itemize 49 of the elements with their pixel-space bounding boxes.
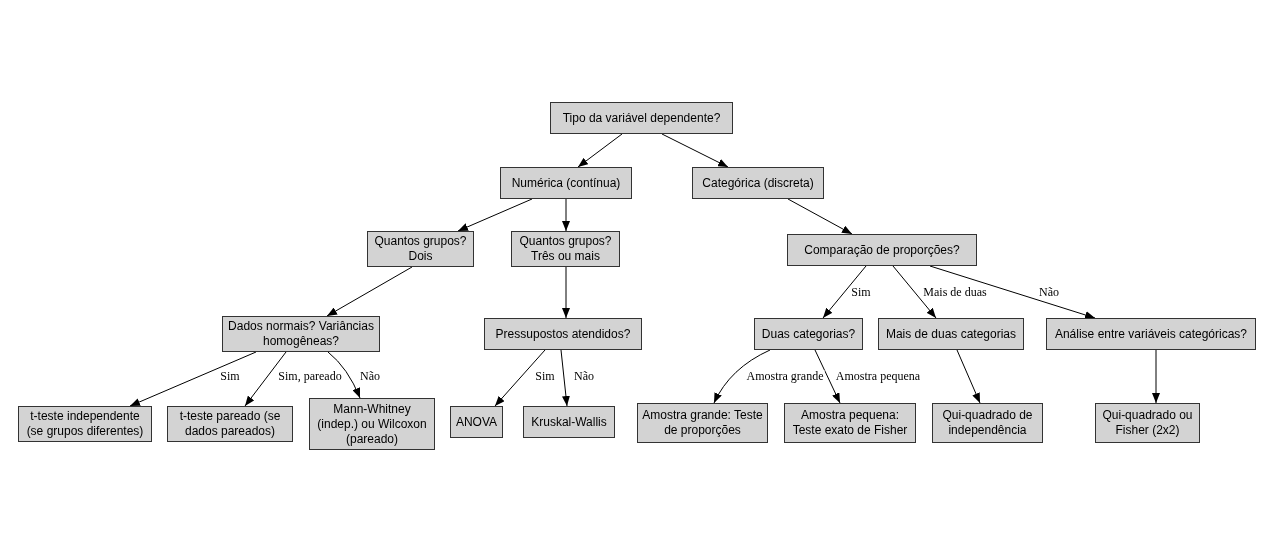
process-box: Quantos grupos? Dois: [367, 231, 474, 267]
edge-label: Sim: [850, 286, 872, 298]
process-box: Análise entre variáveis categóricas?: [1046, 318, 1256, 350]
arrow: [822, 265, 867, 319]
arrow: [814, 349, 841, 404]
arrow: [457, 198, 533, 232]
arrow: [129, 351, 257, 407]
process-box: t-teste pareado (se dados pareados): [167, 406, 293, 442]
edge-label: Sim: [534, 370, 556, 382]
arrow: [892, 265, 937, 319]
edge-label: Amostra pequena: [834, 370, 922, 382]
process-box: Dados normais? Variâncias homogêneas?: [222, 316, 380, 352]
process-box: Quantos grupos? Três ou mais: [511, 231, 620, 267]
edge-label: Não: [573, 370, 595, 382]
process-box: Amostra pequena: Teste exato de Fisher: [784, 403, 916, 443]
edge-label: Sim: [219, 370, 241, 382]
arrow: [956, 349, 981, 404]
process-box: Amostra grande: Teste de proporções: [637, 403, 768, 443]
process-box: Pressupostos atendidos?: [484, 318, 642, 350]
arrow: [244, 351, 287, 407]
arrow: [326, 266, 413, 317]
arrow: [562, 198, 570, 232]
process-box: Tipo da variável dependente?: [550, 102, 733, 134]
process-box: ANOVA: [450, 406, 503, 438]
process-box: Duas categorias?: [754, 318, 863, 350]
process-box: Categórica (discreta): [692, 167, 824, 199]
process-box: Kruskal-Wallis: [523, 406, 615, 438]
arrow: [494, 349, 546, 407]
arrow: [577, 133, 623, 168]
edge-label: Não: [1038, 286, 1060, 298]
process-box: Qui-quadrado de independência: [932, 403, 1043, 443]
edge-label: Não: [359, 370, 381, 382]
arrow: [713, 349, 771, 404]
edge-label: Amostra grande: [745, 370, 825, 382]
arrow: [787, 198, 853, 235]
arrow: [661, 133, 729, 168]
arrow: [1152, 349, 1160, 404]
process-box: Mann-Whitney (indep.) ou Wilcoxon (pareado): [309, 398, 435, 450]
arrow: [929, 265, 1096, 319]
process-box: Mais de duas categorias: [878, 318, 1024, 350]
process-box: t-teste independente (se grupos diferentes): [18, 406, 152, 442]
process-box: Comparação de proporções?: [787, 234, 977, 266]
process-box: Numérica (contínua): [500, 167, 632, 199]
edge-label: Sim, pareado: [277, 370, 343, 382]
edge-label: Mais de duas: [922, 286, 988, 298]
process-box: Qui-quadrado ou Fisher (2x2): [1095, 403, 1200, 443]
arrow: [327, 351, 361, 399]
arrow: [562, 266, 570, 319]
arrow: [560, 349, 570, 407]
